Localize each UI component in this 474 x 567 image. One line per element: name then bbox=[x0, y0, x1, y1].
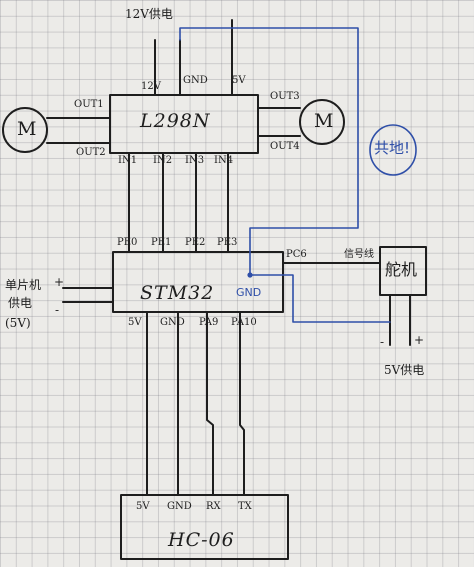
hc06-title: HC-06 bbox=[168, 529, 235, 551]
left-motor-circle bbox=[2, 107, 48, 153]
l298n-pin-in3: IN3 bbox=[185, 155, 205, 166]
stm32-pin-pa10: PA10 bbox=[231, 317, 257, 328]
supply-12v-label: 12V供电 bbox=[125, 7, 173, 21]
hc06-pin-rx: RX bbox=[206, 501, 221, 512]
servo-box bbox=[379, 246, 427, 296]
hc06-pin-5v: 5V bbox=[136, 501, 150, 512]
l298n-pin-12v: 12V bbox=[141, 81, 161, 92]
hc06-pin-tx: TX bbox=[238, 501, 252, 512]
l298n-out4-label: OUT4 bbox=[270, 141, 300, 152]
left-motor-label: M bbox=[17, 118, 37, 140]
common-ground-note: 共地! bbox=[374, 139, 411, 157]
servo-minus-label: - bbox=[380, 335, 385, 349]
mcu-power-line3: (5V) bbox=[5, 316, 31, 330]
common-ground-wire-servo bbox=[249, 274, 391, 323]
mcu-power-line1: 单片机 bbox=[5, 278, 42, 292]
right-motor-circle bbox=[299, 99, 345, 145]
hc06-pin-gnd: GND bbox=[167, 501, 192, 512]
right-motor-label: M bbox=[314, 110, 334, 132]
stm32-pin-pc6: PC6 bbox=[286, 249, 307, 260]
servo-plus-label: + bbox=[414, 333, 425, 347]
common-ground-wire-l298n bbox=[179, 27, 359, 276]
l298n-pin-gnd: GND bbox=[183, 75, 208, 86]
l298n-out3-label: OUT3 bbox=[270, 91, 300, 102]
l298n-out2-label: OUT2 bbox=[76, 147, 106, 158]
stm32-pin-pe2: PE2 bbox=[185, 237, 206, 248]
stm32-title: STM32 bbox=[140, 282, 215, 304]
stm32-pin-gnd: GND bbox=[236, 286, 262, 299]
common-ground-note-circle bbox=[369, 124, 417, 176]
stm32-pin-5v: 5V bbox=[128, 317, 142, 328]
servo-power-label: 5V供电 bbox=[384, 363, 425, 377]
mcu-power-plus: + bbox=[54, 275, 65, 289]
servo-title: 舵机 bbox=[385, 260, 418, 279]
l298n-out1-label: OUT1 bbox=[74, 99, 104, 110]
stm32-pin-gnd-bottom: GND bbox=[160, 317, 185, 328]
mcu-power-minus: - bbox=[55, 303, 60, 317]
l298n-pin-in1: IN1 bbox=[118, 155, 138, 166]
stm32-pin-pa9: PA9 bbox=[199, 317, 219, 328]
l298n-title: L298N bbox=[140, 110, 211, 132]
mcu-power-line2: 供电 bbox=[8, 296, 33, 310]
l298n-pin-in2: IN2 bbox=[153, 155, 173, 166]
stm32-pin-pe0: PE0 bbox=[117, 237, 138, 248]
l298n-pin-in4: IN4 bbox=[214, 155, 234, 166]
wire-pa9-rx bbox=[206, 311, 214, 496]
wire-pa10-tx bbox=[239, 311, 245, 496]
stm32-pin-pe1: PE1 bbox=[151, 237, 172, 248]
stm32-pin-pe3: PE3 bbox=[217, 237, 238, 248]
ground-junction-dot bbox=[247, 272, 253, 278]
l298n-box bbox=[109, 94, 259, 154]
servo-signal-label: 信号线 bbox=[344, 249, 374, 260]
hc06-box bbox=[120, 494, 289, 560]
l298n-pin-5v: 5V bbox=[232, 75, 246, 86]
stm32-box bbox=[112, 251, 284, 313]
